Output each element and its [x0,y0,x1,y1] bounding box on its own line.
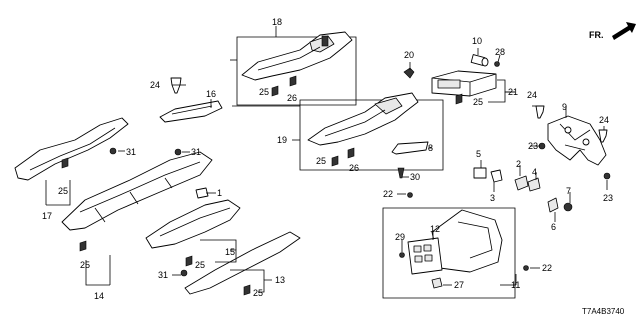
screw-28[interactable] [494,61,500,67]
screw-24-right-a[interactable] [535,105,545,119]
bracket-8[interactable] [391,141,429,155]
front-marker-label: FR. [589,30,604,40]
console-panel-upper[interactable] [241,31,353,81]
plug-10[interactable] [470,54,489,67]
part-label: 2 [516,159,521,169]
part-label: 30 [410,172,420,182]
diagram-code: T7A4B3740 [582,307,625,316]
part-label: 25 [316,156,326,166]
part-label: 31 [158,270,168,280]
part-label: 25 [259,87,269,97]
part-label: 18 [272,17,282,27]
part-label: 23 [528,141,538,151]
part-label: 29 [395,232,405,242]
part-label: 3 [490,193,495,203]
part-label: 23 [603,193,613,203]
frame-15[interactable] [145,199,241,249]
part-label: 28 [495,47,505,57]
part-7[interactable] [563,202,573,212]
part-label: 9 [562,102,567,112]
part-label: 20 [404,50,414,60]
part-2[interactable] [514,175,529,191]
part-label: 6 [551,222,556,232]
part-6[interactable] [547,197,559,213]
bracket-9[interactable] [547,115,607,166]
part-label: 21 [508,87,518,97]
part-label: 16 [206,89,216,99]
part-label: 15 [225,247,235,257]
console-panel-lower[interactable] [307,92,419,146]
part-label: 11 [511,280,520,290]
part-label: 25 [195,260,205,270]
frame-14[interactable] [61,151,213,231]
front-arrow-icon [612,22,636,40]
screw-24-left[interactable] [170,77,182,94]
part-label: 25 [58,186,68,196]
part-label: 31 [191,147,201,157]
switch-panel-12[interactable] [407,237,443,275]
part-label: 10 [472,36,482,46]
part-label: 25 [253,288,263,298]
part-label: 1 [217,188,222,198]
part-3[interactable] [490,169,503,183]
part-label: 22 [383,189,393,199]
part-label: 5 [476,149,481,159]
part-label: 26 [349,163,359,173]
part-number-labels: 18 20 10 28 24 16 25 26 21 25 24 9 24 19… [42,17,613,301]
part-label: 8 [428,143,433,153]
part-label: 4 [532,167,537,177]
part-label: 26 [287,93,297,103]
part-label: 22 [542,263,552,273]
leader-lines [45,26,608,293]
part-label: 24 [150,80,160,90]
clips[interactable] [61,75,611,296]
part-label: 19 [277,135,287,145]
part-label: 17 [42,211,52,221]
part-label: 14 [94,291,104,301]
assembly-11[interactable] [431,209,503,273]
part-label: 31 [126,147,136,157]
part-label: 24 [599,115,609,125]
part-label: 25 [473,97,483,107]
part-27[interactable] [431,277,443,289]
part-label: 7 [566,186,571,196]
screw-24-right-b[interactable] [598,129,608,143]
part-label: 24 [527,90,537,100]
part-4[interactable] [527,177,541,192]
part-label: 27 [454,280,464,290]
part-label: 13 [275,275,285,285]
rail-17[interactable] [14,117,129,181]
part-5[interactable] [473,167,487,179]
part-label: 25 [80,260,90,270]
trim-13[interactable] [184,231,301,295]
box-21[interactable] [431,70,497,97]
part-label: 12 [430,224,440,234]
clip-20[interactable] [403,67,415,79]
tray-16[interactable] [159,100,223,123]
part-1[interactable] [195,187,209,199]
